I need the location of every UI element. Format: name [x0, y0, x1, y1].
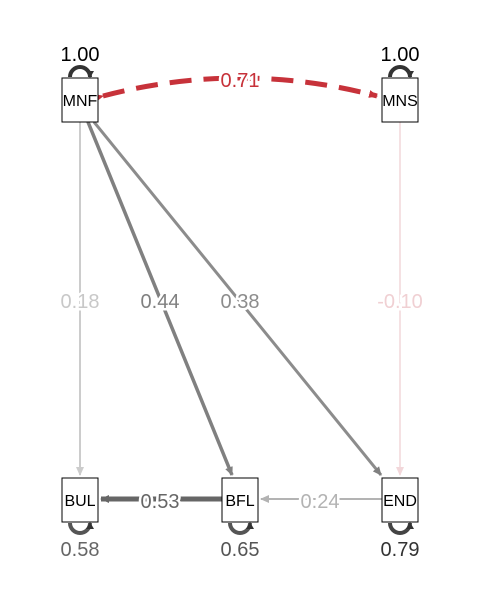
node-bul-label: BUL — [64, 493, 95, 510]
variance-label-end: 0.79 — [381, 539, 420, 561]
variance-loop-bul — [68, 522, 94, 535]
node-mnf-label: MNF — [63, 93, 98, 110]
variance-label-bfl: 0.65 — [221, 539, 260, 561]
node-end-label: END — [383, 493, 417, 510]
node-mns-label: MNS — [382, 93, 418, 110]
edge-mnf-mns — [94, 75, 378, 102]
variance-loop-end — [388, 522, 414, 535]
edge-mnf-end — [92, 121, 383, 476]
node-bul: BUL — [61, 477, 99, 523]
variance-label-mns: 1.00 — [381, 44, 420, 66]
edge-label-mns-end: -0.10 — [377, 291, 423, 313]
node-mns: MNS — [381, 77, 419, 123]
variance-label-bul: 0.58 — [61, 539, 100, 561]
edge-label-mnf-bfl: 0.44 — [141, 291, 180, 313]
edge-label-bfl-bul: 0.53 — [141, 491, 180, 513]
node-end: END — [381, 477, 419, 523]
edge-label-mnf-end: 0.38 — [221, 291, 260, 313]
variance-loop-mns — [388, 65, 414, 78]
node-bfl: BFL — [221, 477, 259, 523]
node-mnf: MNF — [61, 77, 99, 123]
edge-mnf-bfl — [86, 121, 234, 476]
edge-label-mnf-mns: 0.71 — [221, 70, 260, 92]
edge-label-mnf-bul: 0.18 — [61, 291, 100, 313]
variance-label-mnf: 1.00 — [61, 44, 100, 66]
variance-loop-mnf — [68, 65, 94, 78]
node-bfl-label: BFL — [225, 493, 254, 510]
edge-label-end-bfl: 0.24 — [301, 491, 340, 513]
variance-loop-bfl — [228, 522, 254, 535]
